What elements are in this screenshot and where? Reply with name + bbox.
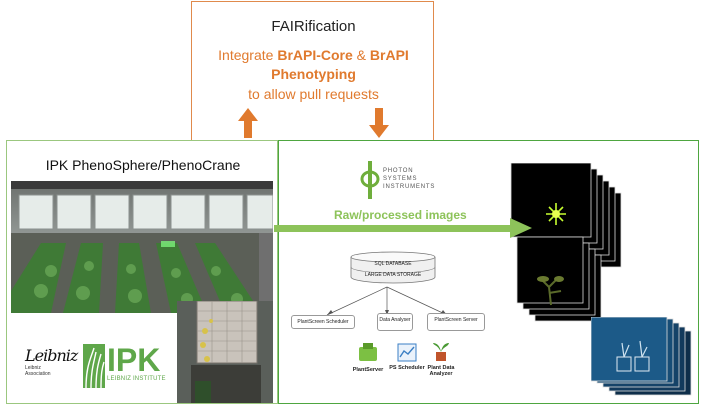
ipk-panel: IPK PhenoSphere/PhenoCrane [6,140,278,404]
node-data-analyser: Data Analyser [377,313,413,331]
arrow-down-icon [369,108,389,138]
leibniz-logo: Leibniz Leibniz Association [25,346,78,377]
db-label-sql: SQL DATABASE [374,261,412,267]
rgb-image-stack [516,236,602,322]
greenhouse-photo [11,181,273,313]
fairification-box: FAIRification Integrate BrAPI-Core & BrA… [191,1,434,140]
app-label-plant-data-analyzer: Plant Data Analyzer [427,365,455,377]
psi-panel: PHOTON SYSTEMS INSTRUMENTS Raw/processed… [278,140,699,404]
app-label-plantserver: PlantServer [352,367,384,373]
fair-pull-requests-line: to allow pull requests [248,86,379,102]
ipk-logo-emblem-icon [83,344,105,388]
plantserver-app-icon [359,343,377,361]
data-flow-arrow-icon [274,218,532,238]
raw-processed-label: Raw/processed images [334,208,467,222]
database-icon [350,251,436,284]
node-plantscreen-scheduler: PlantScreen Scheduler [291,315,355,329]
ps-scheduler-app-icon [397,343,417,362]
hyperspectral-image-stack [591,317,692,396]
db-label-storage: LARGE DATA STORAGE [364,272,422,278]
ipk-logo: IPK LEIBNIZ INSTITUTE [107,342,166,382]
psi-phi-icon [360,161,380,199]
fair-phenotyping-line: Phenotyping [271,66,356,82]
plant-data-analyzer-app-icon [433,343,449,361]
ipk-title: IPK PhenoSphere/PhenoCrane [45,157,241,173]
arrow-up-icon [238,108,258,138]
node-plantscreen-server: PlantScreen Server [427,313,485,331]
phenocrane-photo [177,301,273,403]
fairification-title: FAIRification [271,18,356,35]
fair-integrate-line: Integrate BrAPI-Core & BrAPI [218,47,409,63]
psi-logo-text: PHOTON SYSTEMS INSTRUMENTS [383,168,436,190]
app-label-ps-scheduler: PS Scheduler [389,365,425,371]
